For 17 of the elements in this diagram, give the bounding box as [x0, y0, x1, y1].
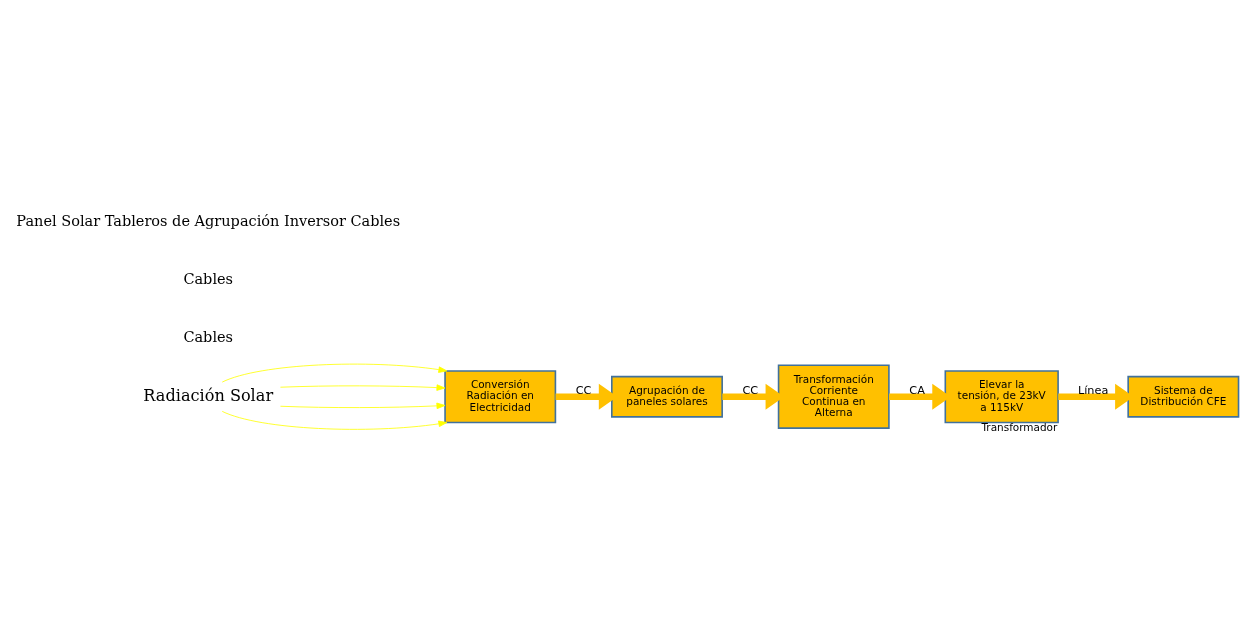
label: Cables: [183, 329, 234, 346]
edge-label: Línea: [1077, 383, 1109, 397]
node-text: Radiación Solar: [143, 385, 274, 405]
label: Cables: [183, 271, 234, 288]
node-box: Transformación Corriente Continua en Alterna: [777, 364, 890, 429]
arrow: [221, 410, 448, 430]
edge-label: CC: [742, 383, 759, 397]
edge-label: CC: [575, 383, 592, 397]
node-box: Agrupación de paneles solares: [611, 375, 723, 418]
arrow: [280, 384, 446, 391]
arrow: [221, 363, 448, 383]
node-box: Elevar la tensión, de 23kV a 115kV: [944, 370, 1059, 424]
label: Panel Solar Tableros de Agrupación Inversor Cables: [16, 213, 401, 230]
node-box: Conversión Radiación en Electricidad: [444, 370, 557, 424]
node-box: Sistema de Distribución CFE: [1127, 375, 1240, 418]
arrow: [280, 402, 446, 410]
edge-label: CA: [909, 383, 925, 397]
